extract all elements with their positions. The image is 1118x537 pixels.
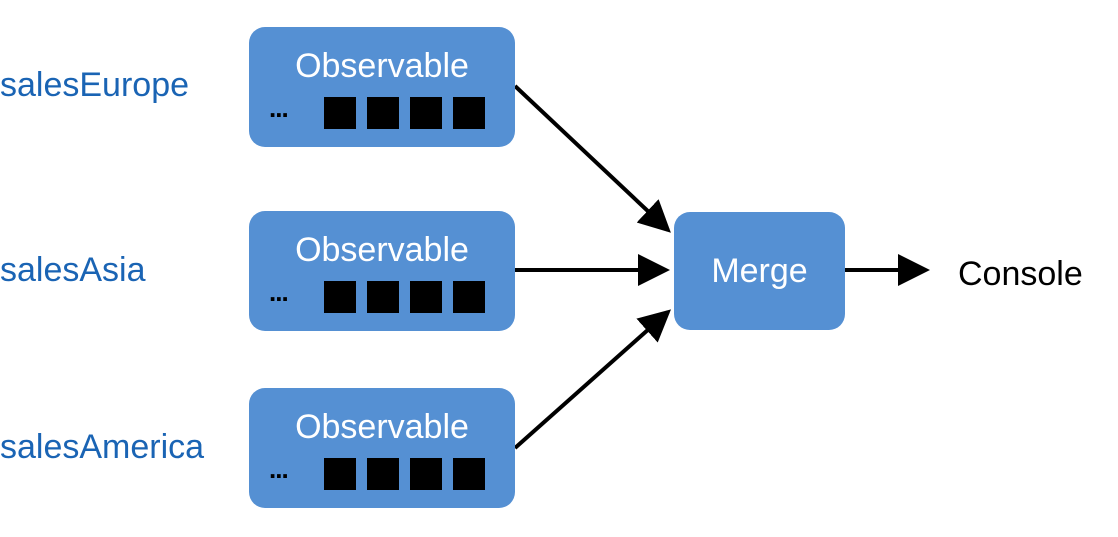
source-label-europe: salesEurope [0, 66, 190, 104]
queue-item [324, 281, 356, 313]
observable-title: Observable [295, 231, 469, 269]
item-queue [324, 458, 485, 490]
queue-item [410, 458, 442, 490]
merge-label: Merge [711, 252, 808, 290]
queue-item [453, 97, 485, 129]
observable-box-europe: Observable ... [249, 27, 515, 147]
queue-item [324, 97, 356, 129]
item-queue [324, 281, 485, 313]
item-queue [324, 97, 485, 129]
arrow-europe-to-merge [513, 84, 671, 233]
queue-item [410, 97, 442, 129]
arrow-america-to-merge [513, 309, 671, 450]
queue-item [453, 281, 485, 313]
observable-box-asia: Observable ... [249, 211, 515, 331]
source-label-america: salesAmerica [0, 428, 205, 466]
observable-title: Observable [295, 408, 469, 446]
queue-item [367, 281, 399, 313]
queue-item [367, 458, 399, 490]
merge-box: Merge [674, 212, 845, 330]
console-label: Console [958, 255, 1083, 293]
ellipsis: ... [269, 454, 289, 484]
observable-title: Observable [295, 47, 469, 85]
queue-item [410, 281, 442, 313]
source-label-asia: salesAsia [0, 251, 146, 289]
queue-item [324, 458, 356, 490]
observable-box-america: Observable ... [249, 388, 515, 508]
queue-item [367, 97, 399, 129]
queue-item [453, 458, 485, 490]
ellipsis: ... [269, 277, 289, 307]
ellipsis: ... [269, 93, 289, 123]
